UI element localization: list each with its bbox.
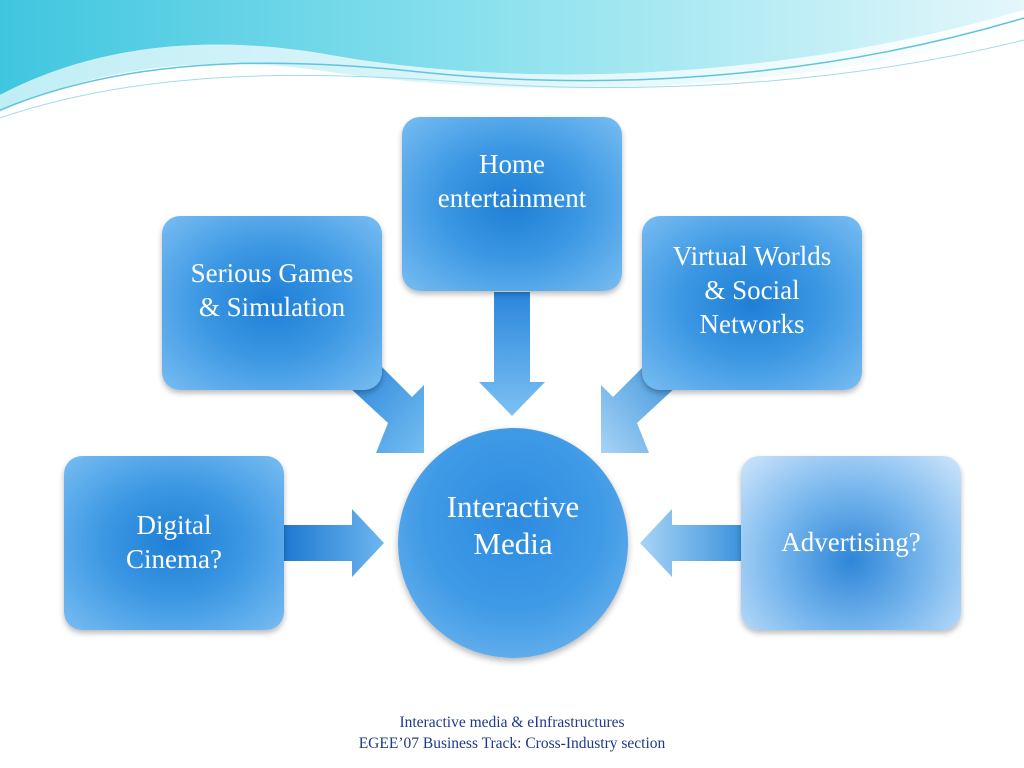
home-line-2: entertainment [437, 183, 587, 213]
serious-games-box: Serious Games & Simulation [162, 216, 382, 390]
header-wave-decoration [0, 0, 1024, 119]
virtual-worlds-box: Virtual Worlds & Social Networks [642, 216, 862, 390]
arrow-cinema-to-center [284, 509, 384, 577]
footer-line-1: Interactive media & eInfrastructures [399, 714, 625, 731]
home-line-1: Home [479, 149, 545, 179]
virtual-line-3: Networks [699, 309, 805, 339]
virtual-line-1: Virtual Worlds [672, 241, 832, 271]
interactive-media-circle: Interactive Media [398, 428, 628, 658]
cinema-line-1: Digital [136, 510, 212, 540]
advertising-box: Advertising? [741, 456, 961, 630]
digital-cinema-box: Digital Cinema? [64, 456, 284, 630]
cinema-line-2: Cinema? [126, 544, 222, 574]
home-entertainment-box: Home entertainment [402, 117, 622, 291]
footer-line-2: EGEE’07 Business Track: Cross-Industry s… [358, 735, 666, 752]
arrow-home-to-center [479, 292, 545, 416]
slide-footer: Interactive media & eInfrastructures EGE… [262, 712, 762, 754]
serious-line-1: Serious Games [190, 258, 354, 288]
center-line-1: Interactive [446, 489, 580, 524]
center-line-2: Media [473, 526, 553, 561]
virtual-line-2: & Social [704, 275, 800, 305]
serious-line-2: & Simulation [198, 292, 346, 322]
ads-line-1: Advertising? [781, 527, 921, 557]
arrow-ads-to-center [640, 509, 741, 577]
